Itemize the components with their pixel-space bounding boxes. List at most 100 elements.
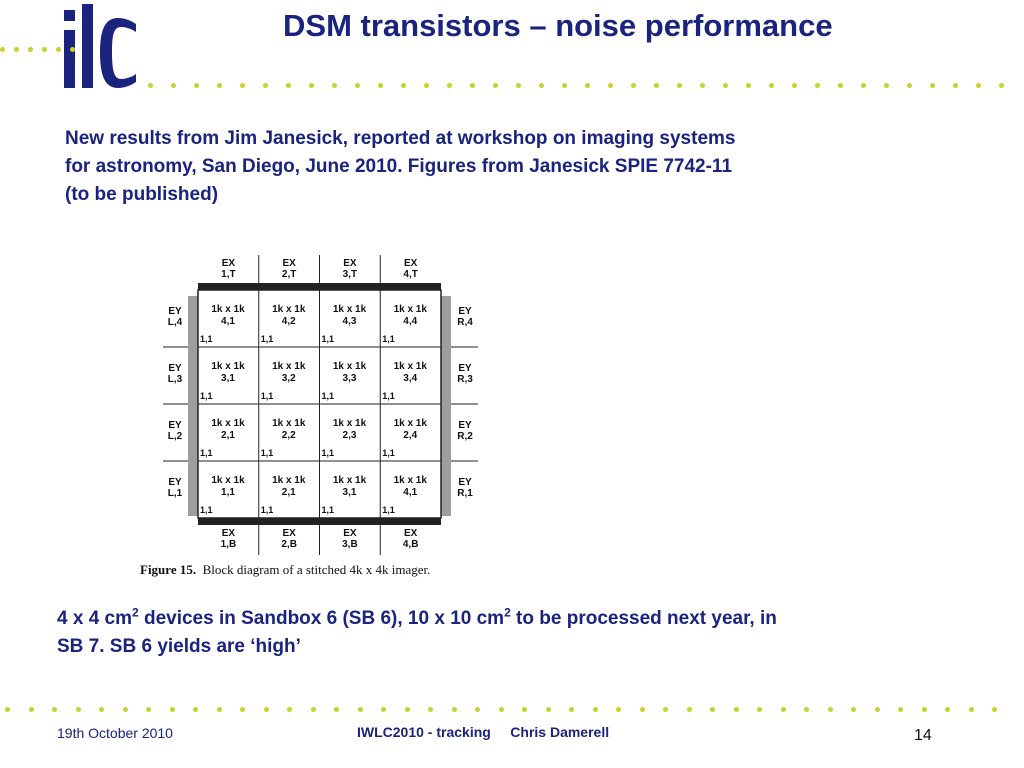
dot bbox=[52, 706, 57, 712]
dot bbox=[907, 82, 912, 88]
dot bbox=[493, 82, 498, 88]
dot bbox=[968, 706, 974, 712]
dot bbox=[746, 82, 751, 88]
cell-origin-label: 1,1 bbox=[260, 448, 274, 458]
dot bbox=[216, 706, 222, 712]
dot bbox=[310, 706, 316, 712]
sensor-cell-label: 1k x 1k 2,1 bbox=[272, 475, 306, 498]
dotted-rule-top-left bbox=[0, 46, 75, 52]
dot bbox=[545, 706, 551, 712]
note-line-1: 4 x 4 cm2 devices in Sandbox 6 (SB 6), 1… bbox=[57, 605, 957, 633]
dot bbox=[757, 706, 762, 712]
sensor-cell-label: 1k x 1k 2,3 bbox=[332, 418, 367, 441]
dot bbox=[733, 706, 739, 712]
dot bbox=[99, 706, 104, 712]
page-number: 14 bbox=[914, 727, 932, 744]
note-text-2: devices in Sandbox 6 (SB 6), 10 x 10 cm bbox=[138, 608, 505, 629]
dot bbox=[999, 82, 1004, 88]
dot bbox=[28, 46, 33, 52]
left-register-bar bbox=[188, 296, 198, 516]
dot bbox=[815, 82, 820, 88]
dot bbox=[851, 706, 856, 712]
dot bbox=[608, 82, 613, 88]
intro-line-3: (to be published) bbox=[65, 184, 219, 205]
dot bbox=[309, 82, 314, 88]
cell-origin-label: 1,1 bbox=[382, 448, 395, 458]
cell-origin-label: 1,1 bbox=[200, 448, 213, 458]
cell-origin-label: 1,1 bbox=[260, 391, 274, 401]
dot bbox=[522, 706, 527, 712]
dot bbox=[263, 82, 268, 88]
cell-origin-label: 1,1 bbox=[382, 334, 395, 344]
note-line-2: SB 7. SB 6 yields are ‘high’ bbox=[57, 636, 301, 657]
note-sup-1: 2 bbox=[132, 605, 139, 620]
dot bbox=[700, 82, 705, 88]
dot bbox=[240, 706, 245, 712]
dot bbox=[357, 706, 363, 712]
dot bbox=[42, 46, 47, 52]
dot bbox=[56, 46, 61, 52]
ilc-logo-graphic bbox=[64, 4, 136, 88]
dot bbox=[992, 706, 997, 712]
dot bbox=[953, 82, 958, 88]
dot bbox=[663, 706, 668, 712]
dot bbox=[654, 82, 659, 88]
dot bbox=[0, 46, 5, 52]
note-sup-2: 2 bbox=[504, 605, 511, 620]
top-amplifier-label: EX 1,T bbox=[221, 258, 236, 280]
dot bbox=[75, 706, 81, 712]
sensor-cell-label: 1k x 1k 3,2 bbox=[272, 361, 306, 384]
dot bbox=[193, 706, 198, 712]
dot bbox=[171, 82, 176, 88]
cell-origin-label: 1,1 bbox=[260, 505, 274, 515]
sensor-cell-label: 1k x 1k 4,4 bbox=[393, 304, 427, 327]
dot bbox=[710, 706, 715, 712]
dot bbox=[381, 706, 386, 712]
dot bbox=[378, 82, 383, 88]
dot bbox=[677, 82, 682, 88]
ilc-logo bbox=[60, 2, 140, 92]
bottom-amplifier-label: EX 2,B bbox=[281, 528, 297, 550]
slide-title: DSM transistors – noise performance bbox=[283, 8, 833, 43]
cell-origin-label: 1,1 bbox=[260, 334, 274, 344]
dot bbox=[838, 82, 843, 88]
dot bbox=[585, 82, 590, 88]
dot bbox=[780, 706, 786, 712]
dot bbox=[930, 82, 935, 88]
dot bbox=[539, 82, 544, 88]
dot bbox=[240, 82, 245, 88]
top-amplifier-label: EX 2,T bbox=[281, 258, 297, 280]
sandbox-note: 4 x 4 cm2 devices in Sandbox 6 (SB 6), 1… bbox=[57, 605, 957, 661]
dot bbox=[263, 706, 269, 712]
dot bbox=[451, 706, 457, 712]
sensor-cell-label: 1k x 1k 4,2 bbox=[272, 304, 306, 327]
bottom-amplifier-label: EX 1,B bbox=[220, 528, 237, 550]
cell-origin-label: 1,1 bbox=[321, 505, 335, 515]
dot bbox=[475, 706, 480, 712]
sensor-cell-label: 1k x 1k 4,3 bbox=[332, 304, 367, 327]
block-diagram-svg bbox=[163, 255, 478, 555]
dot bbox=[874, 706, 880, 712]
sensor-cell-label: 1k x 1k 2,4 bbox=[393, 418, 427, 441]
cell-origin-label: 1,1 bbox=[200, 334, 213, 344]
cell-origin-label: 1,1 bbox=[200, 391, 213, 401]
left-amplifier-label: EY L,4 bbox=[167, 306, 183, 328]
left-amplifier-label: EY L,3 bbox=[167, 363, 183, 385]
dot bbox=[28, 706, 34, 712]
dot bbox=[217, 82, 222, 88]
bottom-amplifier-label: EX 3,B bbox=[342, 528, 358, 550]
cell-origin-label: 1,1 bbox=[382, 505, 395, 515]
dot bbox=[447, 82, 452, 88]
dot bbox=[286, 82, 291, 88]
dot bbox=[428, 706, 433, 712]
dot bbox=[287, 706, 292, 712]
dot bbox=[355, 82, 360, 88]
footer-date: 19th October 2010 bbox=[57, 725, 173, 741]
dot bbox=[404, 706, 410, 712]
dot bbox=[639, 706, 645, 712]
dot bbox=[562, 82, 567, 88]
dot bbox=[169, 706, 175, 712]
dot bbox=[592, 706, 598, 712]
footer-event-author: IWLC2010 - tracking Chris Damerell bbox=[357, 724, 609, 740]
